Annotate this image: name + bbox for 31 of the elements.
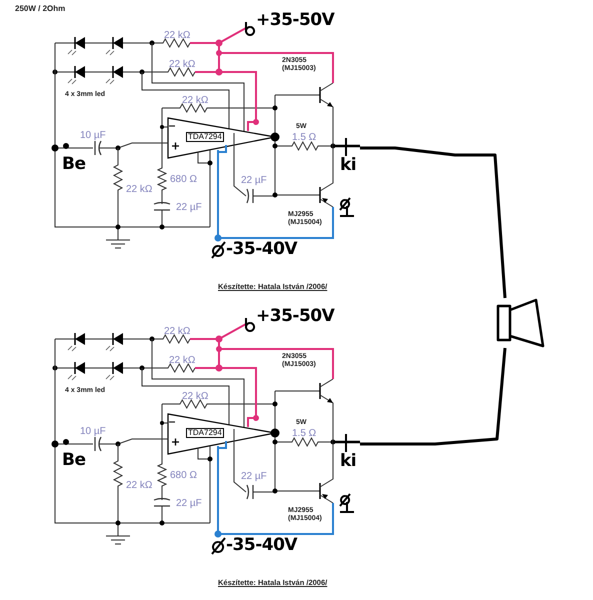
resistor-value: 22 kΩ <box>164 327 190 337</box>
supply-voltage-label: -35-40V <box>226 241 298 258</box>
resistor-value: 22 kΩ <box>169 60 196 70</box>
resistor-value: 680 Ω <box>170 471 197 481</box>
input-label: Be <box>62 452 86 469</box>
output-label: ki <box>340 157 356 174</box>
capacitor-value: 22 µF <box>241 176 267 186</box>
diagram-title: 250W / 2Ohm <box>15 5 66 13</box>
speaker-wire <box>360 348 506 446</box>
resistor-value: 22 kΩ <box>182 392 208 402</box>
resistor-value: 22 kΩ <box>126 481 152 491</box>
resistor-value: 22 kΩ <box>164 31 190 41</box>
output-label: ki <box>340 453 356 470</box>
capacitor-value: 22 µF <box>176 499 202 509</box>
resistor-value: 1.5 Ω <box>292 133 316 143</box>
supply-voltage-label: -35-40V <box>226 537 298 554</box>
resistor-value: 680 Ω <box>170 175 197 185</box>
capacitor-value: 10 µF <box>80 131 106 141</box>
chip-label: TDA7294 <box>186 428 224 438</box>
resistor-value: 1.5 Ω <box>292 429 316 439</box>
supply-voltage-label: +35-50V <box>256 12 334 29</box>
capacitor-value: 22 µF <box>176 203 202 213</box>
resistor-value: 22 kΩ <box>182 96 208 106</box>
resistor-value: 22 kΩ <box>126 185 152 195</box>
capacitor-value: 10 µF <box>80 427 106 437</box>
input-label: Be <box>62 156 86 173</box>
capacitor-value: 22 µF <box>241 472 267 482</box>
resistor-value: 22 kΩ <box>169 356 196 366</box>
supply-voltage-label: +35-50V <box>256 308 334 325</box>
speaker-wire <box>360 146 506 298</box>
chip-label: TDA7294 <box>186 132 224 142</box>
